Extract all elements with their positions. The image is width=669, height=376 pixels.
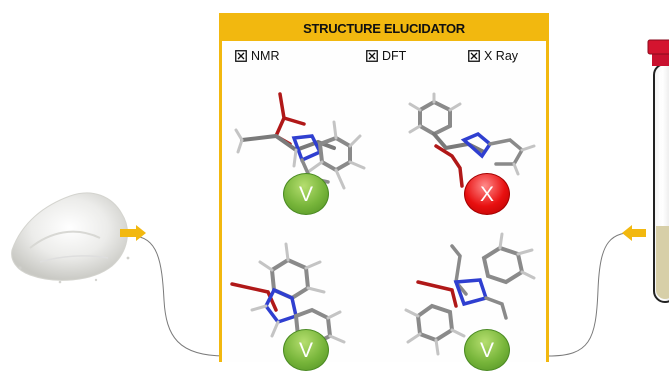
method-x-ray[interactable]: X Ray xyxy=(468,49,518,63)
left-flow-line xyxy=(131,235,226,357)
white-powder-icon xyxy=(11,192,130,284)
method-nmr[interactable]: NMR xyxy=(235,49,279,63)
molecule-structure-icon xyxy=(404,232,536,356)
verdict-badge-pass: V xyxy=(464,329,510,371)
method-label: X Ray xyxy=(484,49,519,63)
verdict-badge-fail: X xyxy=(464,173,510,215)
method-label: DFT xyxy=(382,49,407,63)
checkbox-checked-icon[interactable] xyxy=(468,50,480,62)
checkbox-checked-icon[interactable] xyxy=(366,50,378,62)
method-dft[interactable]: DFT xyxy=(366,49,406,63)
structure-elucidation-diagram: STRUCTURE ELUCIDATOR NMR DFT X Ray xyxy=(11,13,669,371)
molecule-structures xyxy=(230,92,536,360)
test-tube-icon xyxy=(647,39,669,303)
checkbox-checked-icon[interactable] xyxy=(235,50,247,62)
method-label: NMR xyxy=(251,49,280,63)
right-flow-line xyxy=(547,231,641,357)
structure-elucidator-panel: STRUCTURE ELUCIDATOR NMR DFT X Ray xyxy=(219,13,549,371)
verdict-badge-pass: V xyxy=(283,173,329,215)
arrow-icon xyxy=(120,225,146,241)
panel-title: STRUCTURE ELUCIDATOR xyxy=(222,16,546,41)
molecule-structure-icon xyxy=(408,92,536,188)
arrow-icon xyxy=(622,225,646,241)
diagram-canvas xyxy=(11,39,669,357)
verdict-badge-pass: V xyxy=(283,329,329,371)
